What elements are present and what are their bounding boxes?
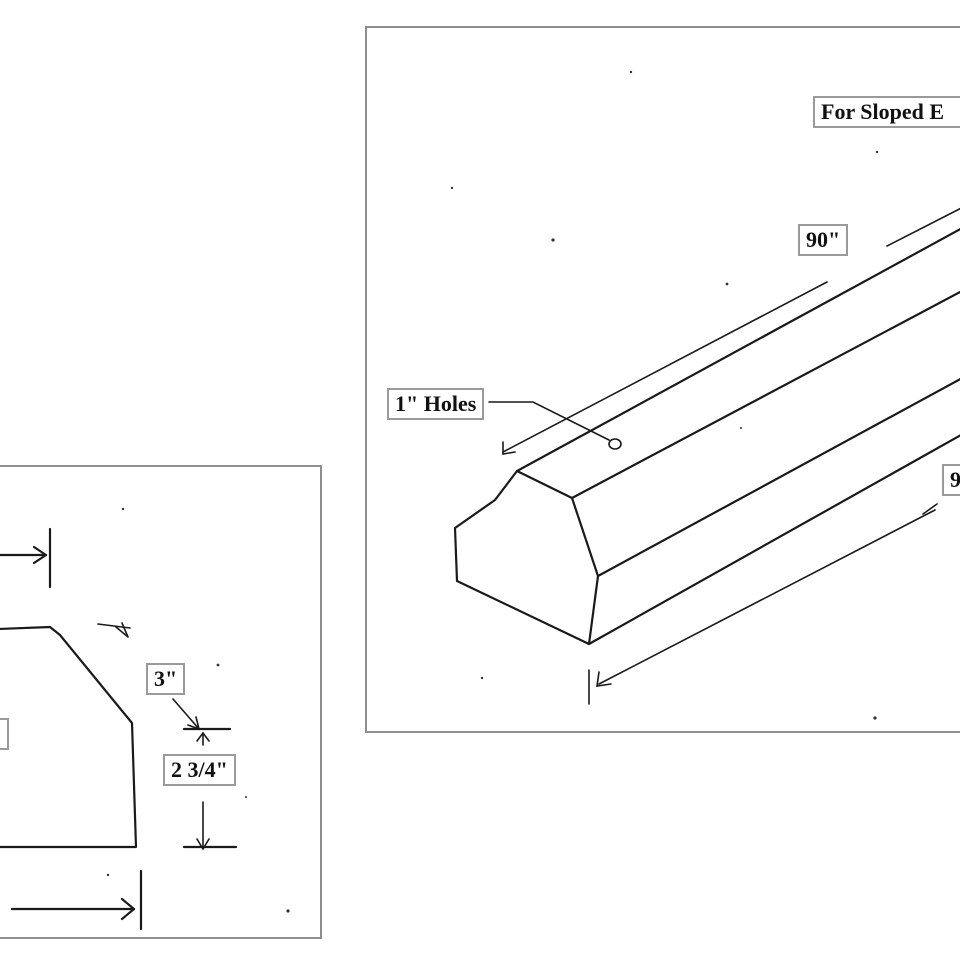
holes-leader-line bbox=[488, 401, 610, 441]
profile-drawing bbox=[0, 507, 290, 931]
top-dimension-arrow bbox=[0, 527, 52, 589]
bottom-dimension-arrow bbox=[10, 869, 143, 931]
side-length-label: 9 bbox=[942, 464, 960, 496]
profile-drawing-panel: 3" 2 3/4" bbox=[0, 465, 322, 939]
scan-specks bbox=[106, 507, 290, 913]
profile-outline bbox=[0, 625, 138, 849]
top-length-label: 90" bbox=[798, 224, 849, 256]
chamfer-width-label: 3" bbox=[146, 663, 186, 695]
title-label: For Sloped E bbox=[813, 96, 960, 128]
curb-long-edges bbox=[515, 228, 960, 646]
chamfer-height-label: 2 3/4" bbox=[163, 754, 236, 786]
chamfer-width-dimension bbox=[97, 622, 232, 731]
holes-label: 1" Holes bbox=[387, 388, 485, 420]
scan-specks bbox=[450, 70, 879, 720]
partial-label-box bbox=[0, 718, 9, 750]
isometric-drawing bbox=[450, 70, 960, 720]
chamfer-height-dimension bbox=[182, 731, 238, 851]
top-length-dimension bbox=[502, 207, 960, 455]
isometric-drawing-panel: For Sloped E 90" 1" Holes 9 bbox=[365, 26, 960, 733]
curb-end-face bbox=[453, 469, 600, 646]
side-length-dimension bbox=[588, 503, 938, 705]
hole-marker bbox=[608, 438, 622, 450]
